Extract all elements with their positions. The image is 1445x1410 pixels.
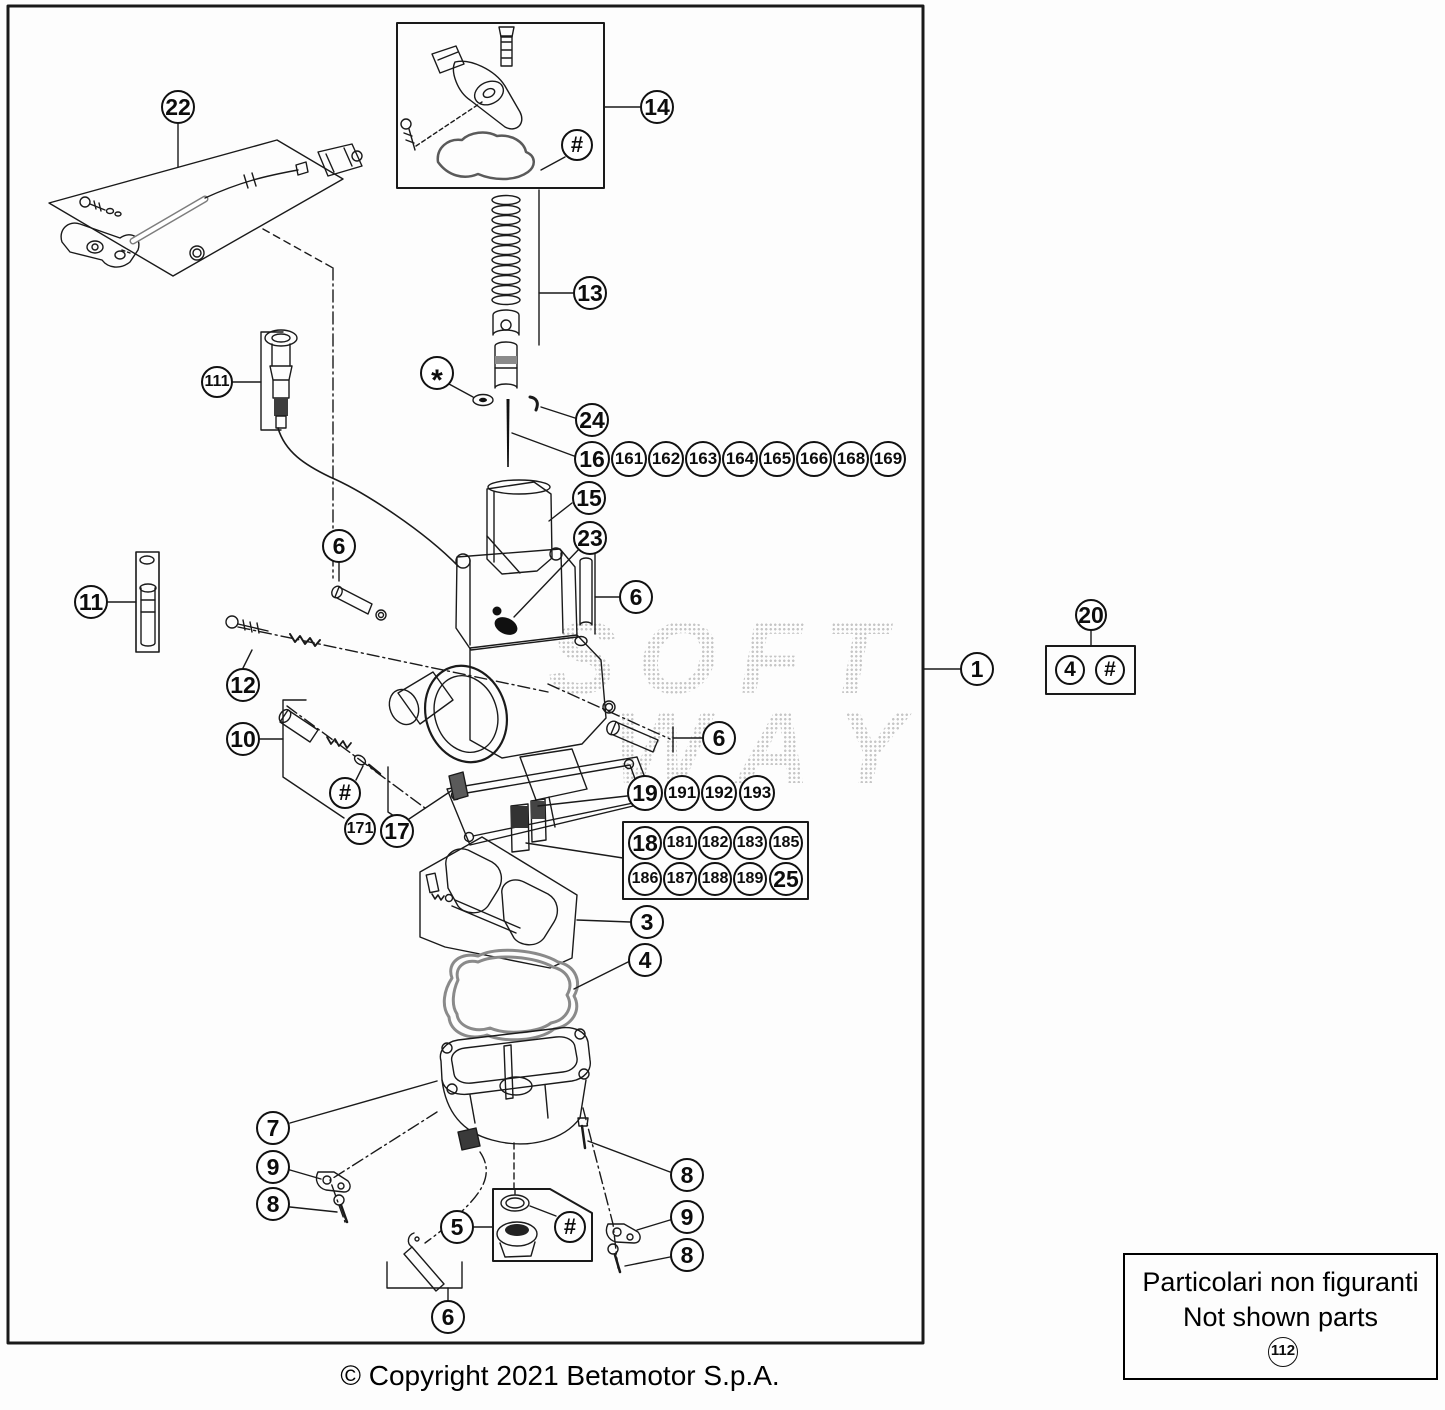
callout-16: 16 [574, 441, 610, 477]
callout-19: 19 [627, 775, 663, 811]
callout-20: 20 [1075, 599, 1107, 631]
callout-14: 14 [640, 90, 674, 124]
part-6-float-pivot-pin [602, 700, 703, 753]
callout-6-hose: 6 [431, 1300, 465, 1334]
callout-17: 17 [380, 814, 414, 848]
part-14-top-cover-box [396, 22, 641, 189]
callout-6-pin: 6 [702, 721, 736, 755]
callout-5: 5 [440, 1210, 474, 1244]
callout-189: 189 [733, 862, 767, 896]
callout-star: * [420, 356, 454, 397]
assembly-axis-lines [237, 427, 671, 809]
callout-1: 1 [960, 652, 994, 686]
callout-hash-14: # [561, 129, 593, 161]
callout-hash-box20: # [1095, 655, 1125, 685]
callout-112: 112 [1268, 1337, 1298, 1367]
callout-185: 185 [769, 826, 803, 860]
part-23-needle-jet [492, 547, 581, 635]
part-10-needle-valve-set [259, 699, 452, 820]
callout-191: 191 [664, 775, 700, 811]
part-9-8-right-bracket-screw [605, 1219, 671, 1274]
callout-161: 161 [611, 441, 647, 477]
callout-1-and-20-linework [922, 630, 1136, 695]
callout-182: 182 [698, 826, 732, 860]
callout-7: 7 [256, 1111, 290, 1145]
callout-186: 186 [628, 862, 662, 896]
callout-25: 25 [769, 862, 803, 896]
callout-18: 18 [628, 826, 662, 860]
copyright-text: © Copyright 2021 Betamotor S.p.A. [340, 1360, 780, 1391]
callout-11: 11 [74, 585, 108, 619]
callout-8-right: 8 [670, 1238, 704, 1272]
part-5-drain-plug-box [473, 1188, 593, 1262]
part-6-vent-tube [574, 552, 620, 647]
callout-171: 171 [344, 813, 376, 845]
not-shown-title-english: Not shown parts [1182, 1302, 1379, 1332]
callout-187: 187 [663, 862, 697, 896]
callout-22: 22 [161, 90, 195, 124]
callout-23: 23 [573, 521, 607, 555]
callout-13: 13 [573, 276, 607, 310]
callout-6-upper: 6 [322, 529, 356, 563]
part-9-8-left-bracket-screw [289, 1169, 351, 1224]
not-shown-parts-box: Particolari non figuranti Not shown part… [1123, 1253, 1438, 1380]
part-22-choke-cable-kit [48, 123, 363, 277]
callout-9-right: 9 [670, 1200, 704, 1234]
not-shown-title-italian: Particolari non figuranti [1142, 1267, 1419, 1297]
part-13-spring-and-seat [491, 189, 574, 389]
part-4-bowl-gasket [442, 948, 629, 1042]
callout-8-bowl: 8 [670, 1158, 704, 1192]
part-11-air-screw-box [107, 551, 160, 653]
callout-188: 188 [698, 862, 732, 896]
callout-4: 4 [628, 943, 662, 977]
callout-183: 183 [733, 826, 767, 860]
callout-164: 164 [722, 441, 758, 477]
callout-181: 181 [663, 826, 697, 860]
callout-165: 165 [759, 441, 795, 477]
callout-hash-drain: # [554, 1211, 586, 1243]
callout-8-left: 8 [256, 1187, 290, 1221]
diagram-border [6, 4, 925, 1345]
callout-193: 193 [739, 775, 775, 811]
callout-24: 24 [575, 403, 609, 437]
part-3-float-assembly [419, 836, 631, 969]
callout-192: 192 [701, 775, 737, 811]
callout-6-tube: 6 [619, 580, 653, 614]
callout-169: 169 [870, 441, 906, 477]
callout-162: 162 [648, 441, 684, 477]
carburetor-body [388, 547, 655, 853]
callout-111: 111 [201, 366, 233, 398]
callout-163: 163 [685, 441, 721, 477]
kit-22-leader-lines [262, 228, 334, 579]
callout-15: 15 [572, 481, 606, 515]
callout-9-left: 9 [256, 1150, 290, 1184]
callout-10: 10 [226, 722, 260, 756]
part-16-jet-needle [448, 383, 576, 467]
part-15-throttle-slide [486, 479, 573, 575]
callout-168: 168 [833, 441, 869, 477]
callout-166: 166 [796, 441, 832, 477]
part-6-roller-pin-upper [331, 562, 387, 621]
callout-12: 12 [226, 668, 260, 702]
jet-leader-lines [525, 795, 809, 900]
part-111-choke-plunger [231, 329, 298, 431]
part-12-idle-adjust-screw [225, 615, 321, 669]
callout-hash-valve: # [329, 777, 361, 809]
callout-4-box20: 4 [1055, 655, 1085, 685]
callout-3: 3 [630, 905, 664, 939]
part-7-float-bowl [289, 1026, 671, 1269]
